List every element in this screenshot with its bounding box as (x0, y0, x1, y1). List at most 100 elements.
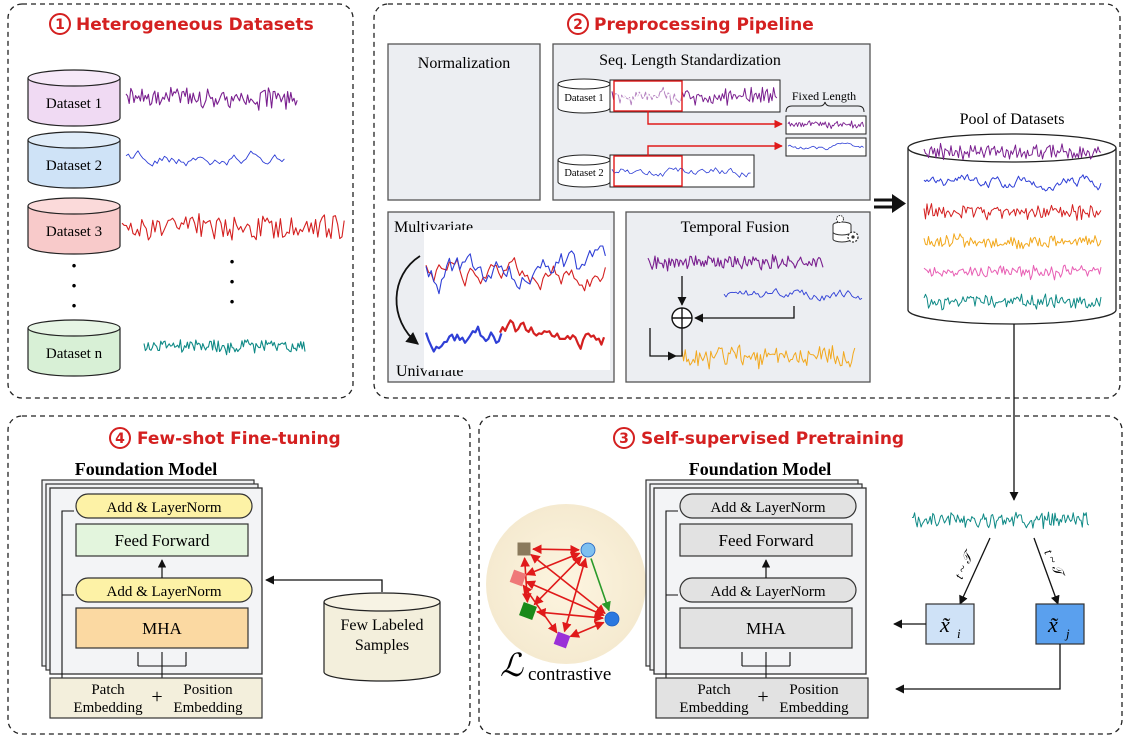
temporal-fusion-label: Temporal Fusion (681, 219, 790, 236)
section-2-title: 2 Preprocessing Pipeline (567, 13, 814, 35)
view-xi-label: x̃ (939, 612, 950, 637)
section-1-title: 1 Heterogeneous Datasets (49, 13, 314, 35)
svg-text:Patch: Patch (697, 682, 731, 698)
svg-text:Embedding: Embedding (679, 700, 749, 716)
fixed-length-brace (785, 101, 865, 113)
svg-text:MHA: MHA (746, 619, 786, 638)
crop-arrow-1 (647, 111, 783, 129)
svg-text:Few Labeled: Few Labeled (340, 617, 423, 634)
fusion-arrow-out (649, 328, 682, 356)
graph-edge (569, 621, 605, 638)
fixed-box-2-wave (787, 142, 864, 151)
aug-label-j: t ~ 𝒯 (1041, 547, 1068, 582)
svg-text:Feed Forward: Feed Forward (115, 531, 210, 550)
normalization-panel (387, 43, 541, 201)
dataset-3-wave (121, 213, 345, 241)
finetune-embedding-box (49, 677, 263, 719)
finetune-model-title: Foundation Model (75, 459, 218, 479)
multivariate-waveforms (424, 245, 606, 353)
few-labeled-to-model-arrow (265, 575, 383, 592)
section-4-title: 4 Few-shot Fine-tuning (109, 427, 341, 449)
dataset-cylinder-2: Dataset 2 (27, 131, 121, 189)
graph-edge (520, 557, 532, 603)
view-xi-box (925, 603, 975, 645)
svg-text:Self-supervised Pretraining: Self-supervised Pretraining (641, 429, 904, 449)
svg-text:Dataset 2: Dataset 2 (564, 168, 603, 179)
svg-text:Dataset 3: Dataset 3 (46, 224, 102, 240)
seq-row-1-highlight (613, 86, 682, 106)
contrastive-graph (509, 542, 620, 649)
ellipsis-dots: · · · · · · (70, 249, 235, 318)
svg-text:Samples: Samples (355, 637, 409, 654)
svg-text:Embedding: Embedding (779, 700, 849, 716)
svg-text:Few-shot Fine-tuning: Few-shot Fine-tuning (137, 429, 341, 449)
graph-edge (590, 558, 611, 612)
finetune-add-norm-bottom (75, 577, 253, 603)
graph-node (604, 611, 620, 627)
pretrain-sample-waveform (911, 511, 1090, 530)
dataset-cylinder-1: Dataset 1 (27, 69, 121, 127)
svg-text:Preprocessing Pipeline: Preprocessing Pipeline (594, 15, 814, 35)
contrastive-loss-symbol: ℒ (500, 647, 524, 683)
crop-arrow-2 (647, 141, 783, 156)
svg-text:Heterogeneous Datasets: Heterogeneous Datasets (76, 15, 314, 35)
aug-arrow-j (1033, 537, 1060, 605)
view-xj-label: x̃ (1047, 612, 1058, 637)
fusion-arrow-right (694, 306, 795, 323)
svg-text:i: i (957, 626, 961, 641)
svg-text:·: · (228, 249, 235, 274)
section-4-frame (7, 415, 471, 735)
normalization-label: Normalization (418, 55, 510, 72)
svg-text:Add & LayerNorm: Add & LayerNorm (107, 584, 222, 600)
seq-row-1-wave (611, 86, 778, 106)
pool-wave-4 (923, 233, 1102, 250)
svg-text:Add & LayerNorm: Add & LayerNorm (711, 500, 826, 516)
svg-text:MHA: MHA (142, 619, 182, 638)
gear-database-icon (832, 215, 859, 243)
fusion-waveforms (647, 254, 863, 370)
few-labeled-cylinder: Few Labeled Samples (323, 592, 441, 682)
pretrain-mha (679, 607, 853, 649)
svg-text:·: · (70, 293, 77, 318)
svg-text:+: + (151, 686, 162, 708)
fixed-length-label: Fixed Length (792, 89, 856, 103)
svg-text:+: + (757, 686, 768, 708)
svg-text:Dataset n: Dataset n (46, 346, 103, 362)
dataset-waveforms (121, 86, 345, 356)
finetune-mha (75, 607, 249, 649)
seq-dataset-2-cylinder: Dataset 2 (557, 154, 611, 188)
graph-node (553, 631, 571, 649)
multi-blue-wave (425, 245, 606, 295)
uni-red-wave (499, 319, 606, 350)
fusion-purple-wave (647, 254, 824, 272)
graph-node (509, 569, 527, 587)
view-xj-box (1035, 603, 1085, 645)
pretrain-embedding-box (655, 677, 869, 719)
seq-waveforms (611, 81, 865, 178)
fixed-box-1-wave (787, 120, 865, 130)
svg-text:Patch: Patch (91, 682, 125, 698)
pool-cylinder (907, 133, 1117, 325)
graph-edge (532, 544, 580, 555)
uni-blue-wave (424, 325, 503, 353)
crop-highlight-1 (614, 81, 682, 111)
pretrain-add-norm-top (679, 493, 857, 519)
dataset-cylinder-n: Dataset n (27, 319, 121, 377)
svg-text:Feed Forward: Feed Forward (719, 531, 814, 550)
seq-row-2-wave (611, 167, 751, 178)
aug-arrow-i (959, 537, 991, 605)
svg-text:Dataset 1: Dataset 1 (564, 93, 603, 104)
dataset-cylinder-3: Dataset 3 (27, 197, 121, 255)
svg-text:·: · (228, 289, 235, 314)
svg-text:3: 3 (619, 431, 629, 447)
pool-wave-6 (923, 293, 1102, 311)
dataset-1-wave (125, 86, 298, 111)
pretrain-model-title: Foundation Model (689, 459, 832, 479)
multi-to-uni-arrow (395, 255, 421, 345)
svg-text:4: 4 (115, 431, 125, 447)
dataset-n-wave (143, 339, 306, 356)
svg-text:·: · (70, 253, 77, 278)
pool-label: Pool of Datasets (960, 111, 1065, 128)
pool-waveforms (923, 142, 1102, 311)
